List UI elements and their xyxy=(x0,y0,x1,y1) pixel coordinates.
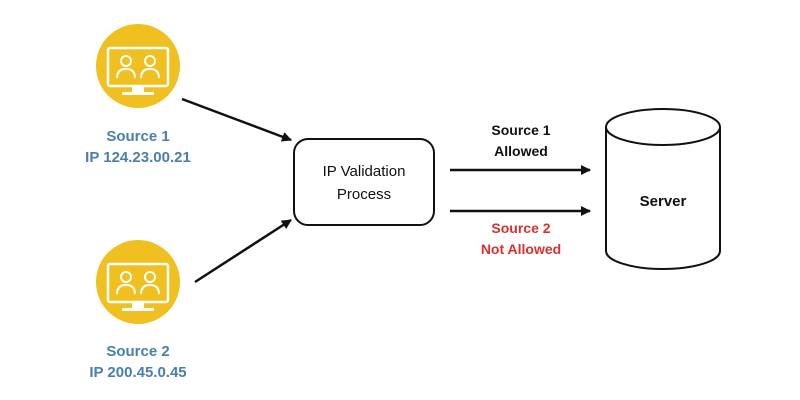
source-1-name: Source 1 xyxy=(106,128,169,145)
source-1-ip: IP 124.23.00.21 xyxy=(85,149,191,166)
server-label: Server xyxy=(640,193,687,210)
server-database-icon xyxy=(605,108,721,270)
allowed-label-line-2: Allowed xyxy=(494,143,548,159)
process-label-line-2: Process xyxy=(337,186,391,203)
source-2-ip: IP 200.45.0.45 xyxy=(89,364,186,381)
not-allowed-label-line-1: Source 2 xyxy=(491,220,550,236)
source-1-computer-icon xyxy=(96,24,180,108)
ip-validation-process-box xyxy=(293,138,435,226)
not-allowed-label-line-2: Not Allowed xyxy=(481,241,561,257)
process-label-line-1: IP Validation xyxy=(323,163,406,180)
source-2-to-process-arrow xyxy=(194,218,292,284)
source-1-to-process-arrow xyxy=(181,97,292,142)
source-2-computer-icon xyxy=(96,240,180,324)
source-2-name: Source 2 xyxy=(106,343,169,360)
allowed-label-line-1: Source 1 xyxy=(491,122,550,138)
